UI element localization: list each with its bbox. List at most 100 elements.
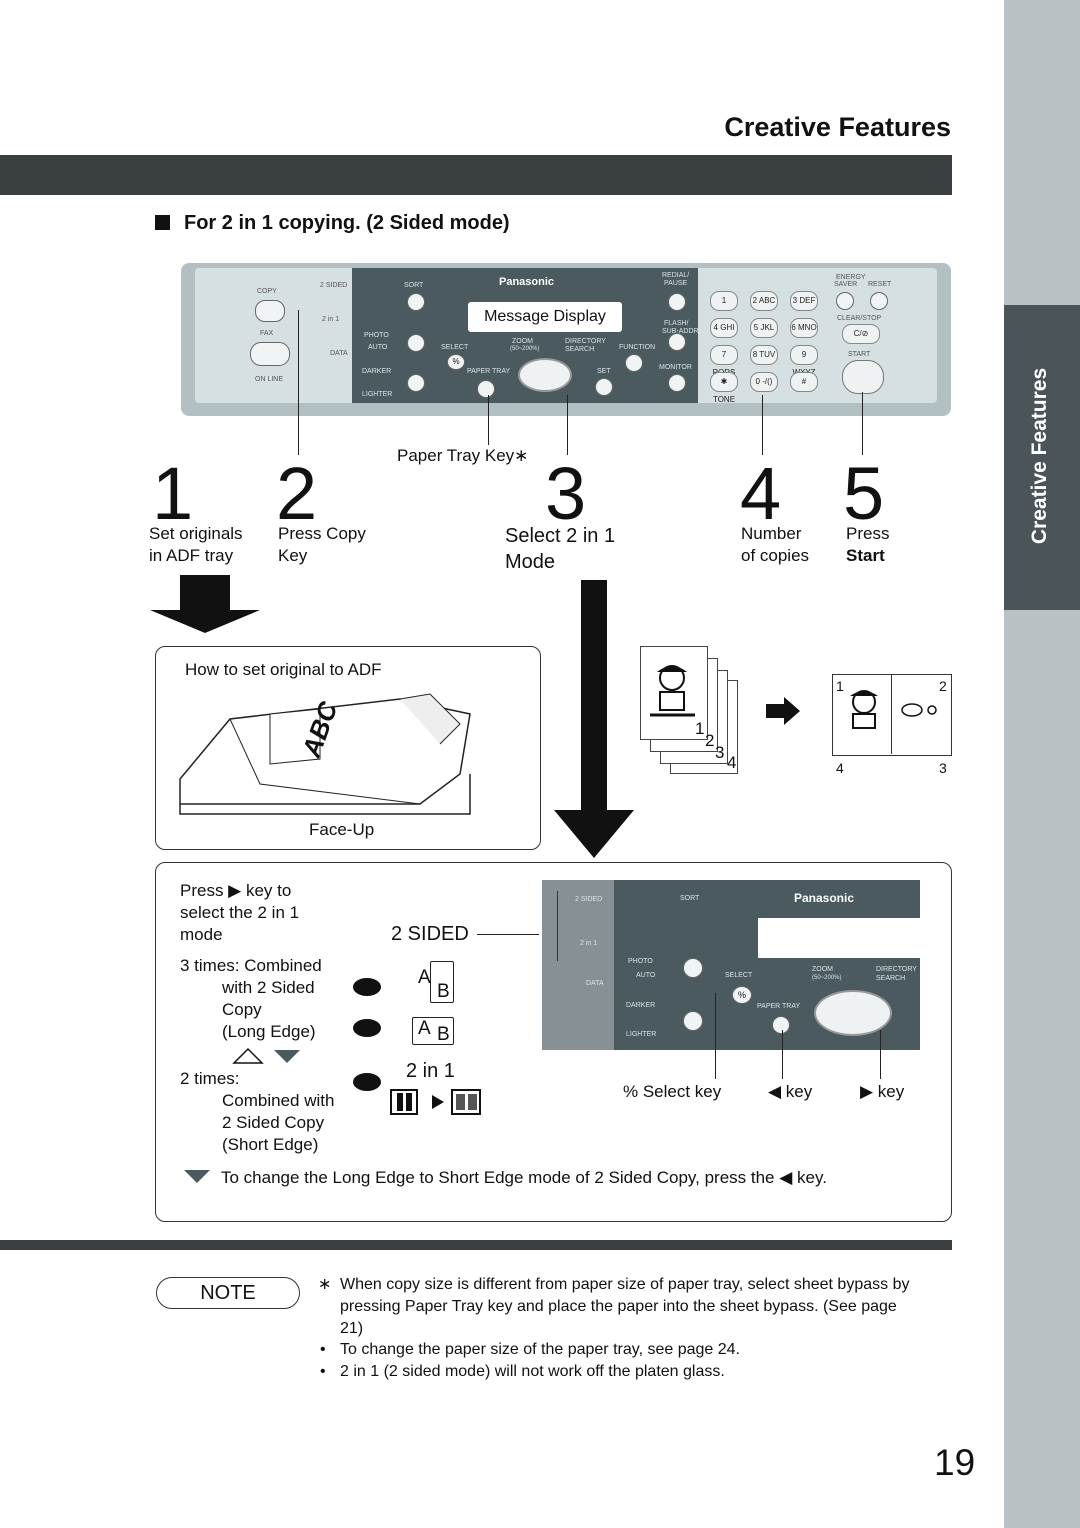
step-5-line1: Press (846, 524, 890, 543)
bullet-icon: • (320, 1363, 326, 1380)
zoomed-auto-label: AUTO (636, 972, 656, 979)
copy-key (255, 300, 285, 322)
mode-press-line1: Press ▶ key to (180, 881, 292, 900)
step-4-line1: Number (741, 524, 802, 543)
select-key-callout-line (715, 993, 716, 1079)
keypad-5: 5 JKL (750, 318, 778, 338)
square-bullet-icon (155, 215, 170, 230)
zoomed-two-in-one-label: 2 in 1 (580, 940, 598, 947)
two-in-one-label: 2 in 1 (322, 316, 340, 323)
keypad-7: 7 PQRS (710, 345, 738, 377)
two-times-line4: (Short Edge) (222, 1135, 319, 1154)
set-key (595, 378, 613, 396)
zoomed-two-sided-label: 2 SIDED (575, 896, 603, 903)
step-1-number: 1 (152, 452, 194, 535)
two-times-line2: Combined with (222, 1091, 335, 1110)
step-3-line1: Select 2 in 1 (505, 525, 616, 547)
bullet-icon: • (320, 1341, 326, 1358)
right-key-callout-line (880, 1030, 881, 1079)
indicator-lamp-2 (353, 1019, 381, 1037)
two-in-one-icon (390, 1089, 481, 1115)
long-edge-icon (430, 961, 454, 1003)
two-in-one-label-big: 2 in 1 (406, 1060, 455, 1082)
indicator-lamp-3 (353, 1073, 381, 1091)
message-display: Message Display (468, 302, 622, 332)
down-arrow-icon (150, 575, 260, 633)
redial-label: REDIAL/ (662, 272, 690, 279)
right-arrow-icon (766, 697, 800, 725)
function-label: FUNCTION (619, 344, 656, 351)
sidebar-tab-label: Creative Features (1028, 367, 1051, 545)
pause-label: PAUSE (664, 280, 688, 287)
keypad-1: 1 (710, 291, 738, 311)
monitor-label: MONITOR (659, 364, 692, 371)
down-triangle-icon (184, 1170, 210, 1183)
callout-line-select (567, 395, 568, 455)
function-key (625, 354, 643, 372)
zoomed-contrast-key (683, 1011, 703, 1031)
percent-key: % (447, 354, 465, 370)
long-edge-b-letter: B (437, 981, 450, 1002)
sidebar-tab (1004, 305, 1080, 610)
zoomed-paper-tray-key (772, 1016, 790, 1034)
zoomed-search-label: SEARCH (876, 975, 906, 982)
three-times-line3: Copy (222, 1000, 262, 1019)
result-character-icon (850, 690, 878, 729)
note-bullet1: To change the paper size of the paper tr… (340, 1341, 740, 1358)
zoomed-message-display (758, 918, 920, 958)
zoomed-zoom-range-label: (50~200%) (812, 975, 842, 981)
note-bullet2: 2 in 1 (2 sided mode) will not work off … (340, 1363, 725, 1380)
energy-saver-key (836, 292, 854, 310)
zoomed-directory-label: DIRECTORY (876, 966, 917, 973)
note-star-line1: When copy size is different from paper s… (340, 1276, 910, 1293)
long-down-arrow-icon (554, 580, 634, 858)
result-number-2: 2 (939, 678, 947, 694)
fax-label: FAX (260, 330, 274, 337)
nav-ring (518, 358, 572, 392)
step-4-number: 4 (740, 452, 782, 535)
keypad-8: 8 TUV (750, 345, 778, 365)
zoomed-original-type-key (683, 958, 703, 978)
zoomed-lighter-label: LIGHTER (626, 1031, 657, 1038)
short-edge-b-letter: B (437, 1024, 450, 1045)
step-3-line2: Mode (505, 551, 556, 573)
page-title: Creative Features (724, 112, 951, 142)
zoomed-percent-key: % (732, 986, 752, 1004)
contrast-key (407, 374, 425, 392)
callout-line-keypad (762, 395, 763, 455)
step-4-line2: of copies (741, 546, 810, 565)
note-star-line3: 21) (340, 1320, 364, 1337)
paper-tray-key (477, 380, 495, 398)
sub-addr-label: SUB-ADDR (662, 328, 699, 335)
select-label: SELECT (441, 344, 469, 351)
energy-label: ENERGY (836, 274, 866, 281)
step-1-line2: in ADF tray (149, 546, 234, 565)
copier-adf-illustration (179, 693, 471, 815)
left-key-caption: ◀ key (768, 1082, 813, 1101)
adf-box-title: How to set original to ADF (185, 660, 382, 679)
darker-label: DARKER (362, 368, 392, 375)
fax-key (250, 342, 290, 366)
step-5-number: 5 (843, 452, 885, 535)
sort-label: SORT (404, 282, 424, 289)
sidebar-strip (1004, 0, 1080, 1528)
set-label: SET (597, 368, 611, 375)
keypad-hash: # (790, 372, 818, 392)
note-star-line2: pressing Paper Tray key and place the pa… (340, 1298, 897, 1315)
mode-press-line3: mode (180, 925, 223, 944)
clear-stop-key: C/⊘ (842, 324, 880, 344)
result-number-3: 3 (939, 760, 947, 776)
paper-tray-callout: Paper Tray Key∗ (397, 446, 529, 465)
header-bar (0, 155, 952, 195)
saver-label: SAVER (834, 281, 858, 288)
zoomed-panel-left (542, 880, 614, 1050)
two-sided-label-big: 2 SIDED (391, 923, 469, 945)
zoomed-select-label: SELECT (725, 972, 753, 979)
step-3-number: 3 (545, 452, 587, 535)
cartoon-character-icon (650, 665, 695, 717)
keypad-3: 3 DEF (790, 291, 818, 311)
keypad-6: 6 MNO (790, 318, 818, 338)
two-sided-label: 2 SIDED (320, 282, 348, 289)
callout-line-paper-tray (488, 395, 489, 445)
two-sided-callout-line (477, 934, 539, 935)
